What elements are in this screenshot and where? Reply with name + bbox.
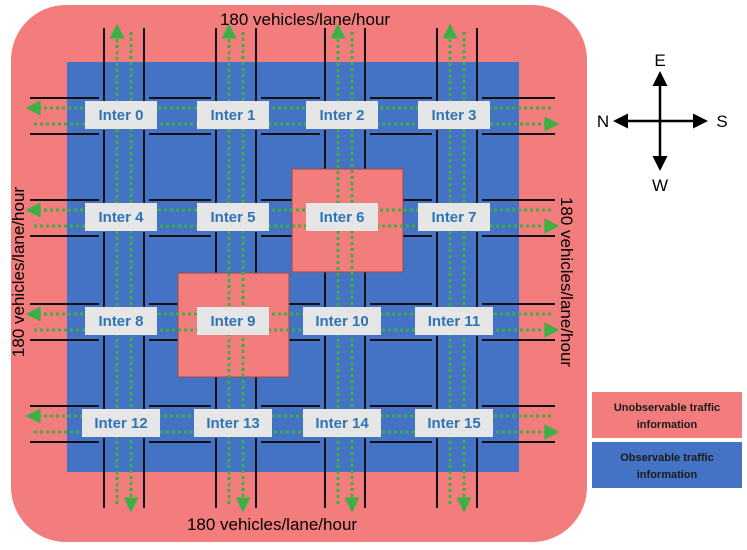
intersection-6: Inter 6 (306, 203, 378, 231)
intersection-2: Inter 2 (306, 101, 378, 129)
intersection-label: Inter 5 (210, 209, 255, 226)
legend-swatch-unobservable (592, 392, 742, 438)
compass-label-north: N (597, 112, 609, 131)
intersection-label: Inter 10 (315, 313, 368, 330)
compass-label-east: E (654, 51, 665, 70)
intersection-label: Inter 14 (315, 415, 369, 432)
intersection-label: Inter 4 (98, 209, 144, 226)
intersection-8: Inter 8 (85, 307, 157, 335)
compass-label-south: S (716, 112, 727, 131)
intersection-label: Inter 2 (319, 107, 364, 124)
intersection-13: Inter 13 (194, 409, 272, 437)
intersection-0: Inter 0 (85, 101, 157, 129)
intersection-15: Inter 15 (415, 409, 493, 437)
intersection-label: Inter 8 (98, 313, 143, 330)
intersection-11: Inter 11 (415, 307, 493, 335)
flow-label-bottom: 180 vehicles/lane/hour (187, 515, 357, 534)
intersection-label-box (85, 307, 157, 335)
intersection-label: Inter 13 (206, 415, 259, 432)
intersection-label-box (303, 307, 381, 335)
intersection-14: Inter 14 (303, 409, 381, 437)
intersection-label-box (82, 409, 160, 437)
intersection-label-box (306, 203, 378, 231)
intersection-label-box (418, 101, 490, 129)
intersection-label: Inter 9 (210, 313, 255, 330)
compass: E W N S (597, 51, 728, 195)
intersection-label: Inter 1 (210, 107, 255, 124)
intersection-1: Inter 1 (197, 101, 269, 129)
intersection-7: Inter 7 (418, 203, 490, 231)
intersection-label-box (197, 101, 269, 129)
flow-label-right: 180 vehicles/lane/hour (557, 197, 576, 367)
intersection-5: Inter 5 (197, 203, 269, 231)
intersection-label: Inter 12 (94, 415, 147, 432)
intersection-4: Inter 4 (85, 203, 157, 231)
intersection-labels: Inter 0 Inter 1 Inter 2 Inter 3 Inter 4 Inter… (82, 101, 493, 437)
flow-label-top: 180 vehicles/lane/hour (220, 10, 390, 29)
legend: Unobservable traffic information Observa… (592, 392, 742, 488)
intersection-label-box (85, 101, 157, 129)
legend-observable-line1: Observable traffic (620, 452, 714, 464)
intersection-3: Inter 3 (418, 101, 490, 129)
legend-unobservable-line1: Unobservable traffic (614, 402, 720, 414)
intersection-12: Inter 12 (82, 409, 160, 437)
intersection-label-box (415, 307, 493, 335)
legend-swatch-observable (592, 442, 742, 488)
intersection-label-box (306, 101, 378, 129)
flow-label-left: 180 vehicles/lane/hour (9, 187, 28, 357)
intersection-label-box (197, 307, 269, 335)
intersection-label: Inter 6 (319, 209, 364, 226)
intersection-label-box (418, 203, 490, 231)
intersection-label: Inter 11 (428, 313, 481, 330)
legend-unobservable-line2: information (637, 419, 698, 431)
intersection-label-box (85, 203, 157, 231)
intersection-label: Inter 7 (431, 209, 476, 226)
intersection-label-box (303, 409, 381, 437)
intersection-label: Inter 3 (431, 107, 476, 124)
intersection-label: Inter 0 (98, 107, 143, 124)
intersection-9: Inter 9 (197, 307, 269, 335)
intersection-label-box (194, 409, 272, 437)
intersection-label-box (415, 409, 493, 437)
intersection-label-box (197, 203, 269, 231)
compass-label-west: W (652, 176, 668, 195)
intersection-10: Inter 10 (303, 307, 381, 335)
intersection-label: Inter 15 (427, 415, 480, 432)
legend-observable-line2: information (637, 469, 698, 481)
